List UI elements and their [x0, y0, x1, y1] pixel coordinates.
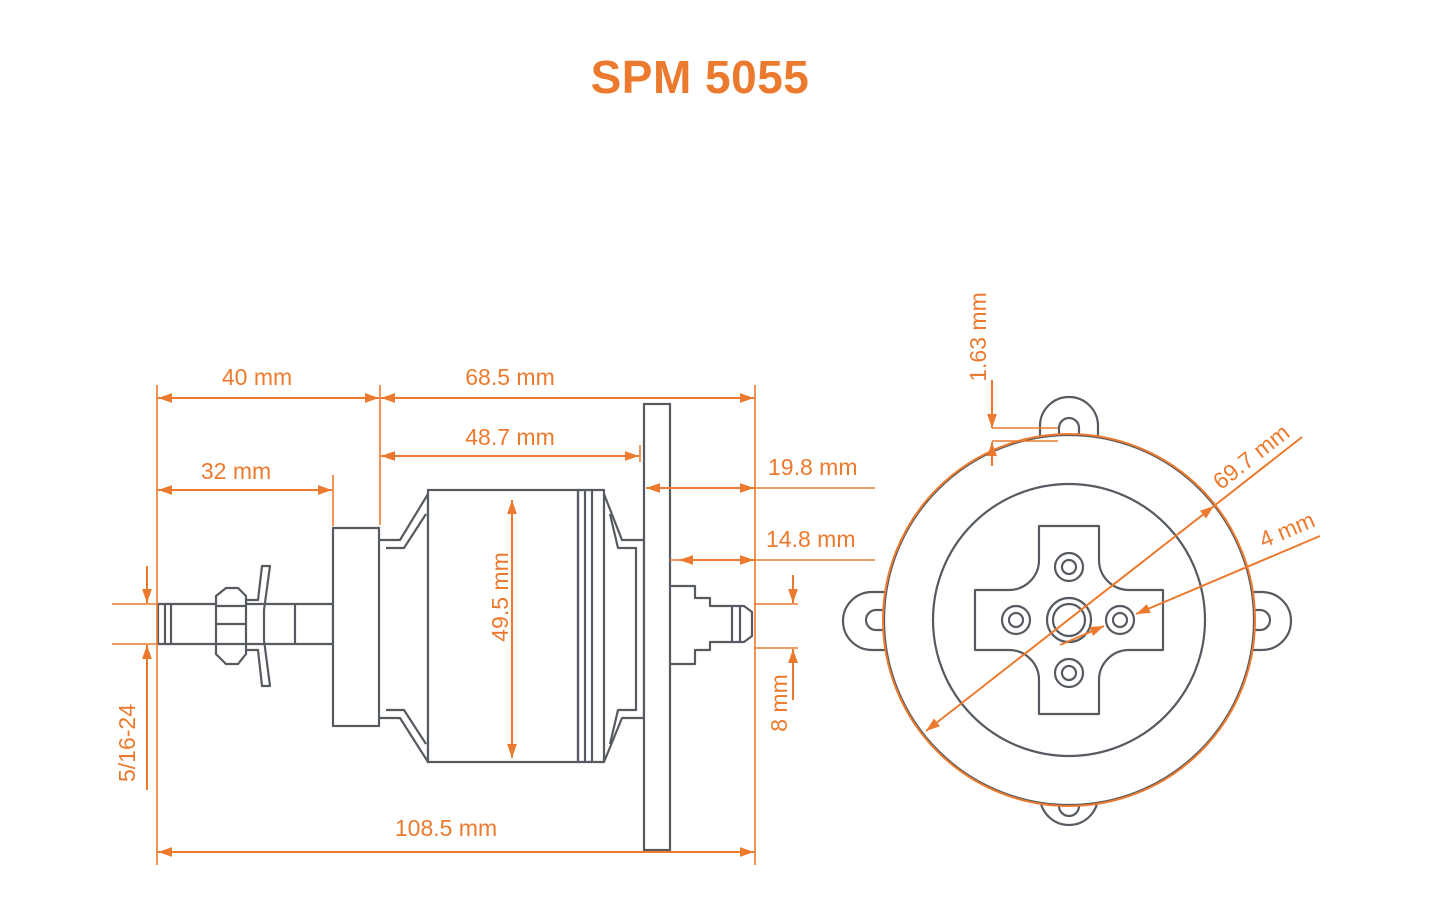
rear-bell — [602, 493, 646, 763]
motor-can — [426, 488, 580, 764]
dim-68-5mm-label: 68.5 mm — [465, 364, 554, 390]
prop-nut — [214, 586, 248, 666]
front-collar — [331, 526, 381, 728]
motor-side-view — [156, 402, 754, 852]
rear-shaft — [670, 584, 754, 666]
dim-1-63mm-label: 1.63 mm — [965, 292, 991, 381]
dim-14-8mm-label: 14.8 mm — [766, 526, 855, 552]
dim-19-8mm-label: 19.8 mm — [768, 454, 857, 480]
dim-108-5mm-label: 108.5 mm — [395, 815, 497, 841]
dim-69-7mm-line — [925, 505, 1215, 732]
dim-32mm-label: 32 mm — [201, 458, 271, 484]
diagram-title: SPM 5055 — [590, 51, 810, 103]
dim-thread-label: 5/16-24 — [114, 704, 140, 782]
bolt-circle — [882, 433, 1256, 807]
front-bell — [379, 492, 430, 764]
prop-washer — [246, 564, 272, 688]
firewall-mount — [642, 402, 672, 852]
dim-40mm-label: 40 mm — [222, 364, 292, 390]
side-dimensions: 40 mm 68.5 mm 48.7 mm 32 mm 19.8 mm 14.8… — [112, 364, 875, 865]
dim-69-7mm-label: 69.7 mm — [1208, 419, 1295, 495]
dim-48-7mm-label: 48.7 mm — [465, 424, 554, 450]
dim-4mm-label: 4 mm — [1255, 506, 1318, 552]
dim-49-5mm-label: 49.5 mm — [487, 552, 513, 641]
dim-4mm-line — [1135, 535, 1321, 615]
dim-8mm-label: 8 mm — [766, 674, 792, 732]
